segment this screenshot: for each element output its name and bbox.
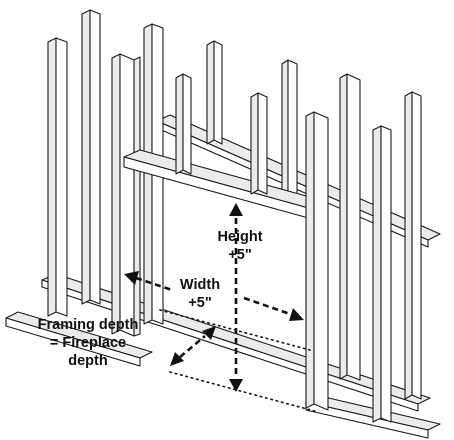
width-label: Width xyxy=(180,277,220,293)
front-jack-stud-left xyxy=(133,56,141,337)
depth-arrow xyxy=(170,326,216,366)
width-offset-label: +5" xyxy=(188,295,211,311)
front-king-stud-left xyxy=(111,53,135,337)
back-stud xyxy=(281,59,298,199)
back-stud xyxy=(143,23,164,325)
height-offset-label: +5" xyxy=(228,247,251,263)
height-label: Height xyxy=(217,229,262,245)
back-stud xyxy=(404,91,422,400)
depth-label-line1: Framing depth xyxy=(38,317,139,333)
back-stud xyxy=(81,9,101,305)
depth-label-line3: depth xyxy=(68,353,107,369)
depth-guide-line xyxy=(169,371,319,413)
height-arrow xyxy=(229,203,243,392)
front-king-stud-right xyxy=(305,111,329,411)
width-arrow xyxy=(124,271,304,321)
depth-label-line2: = Fireplace xyxy=(50,335,126,351)
front-stud xyxy=(372,125,392,423)
cripple-stud xyxy=(175,73,192,175)
front-bottom-plate-left xyxy=(5,311,153,367)
back-stud xyxy=(339,73,361,381)
front-stud xyxy=(47,37,68,317)
cripple-stud xyxy=(250,92,268,195)
back-stud xyxy=(206,40,223,145)
